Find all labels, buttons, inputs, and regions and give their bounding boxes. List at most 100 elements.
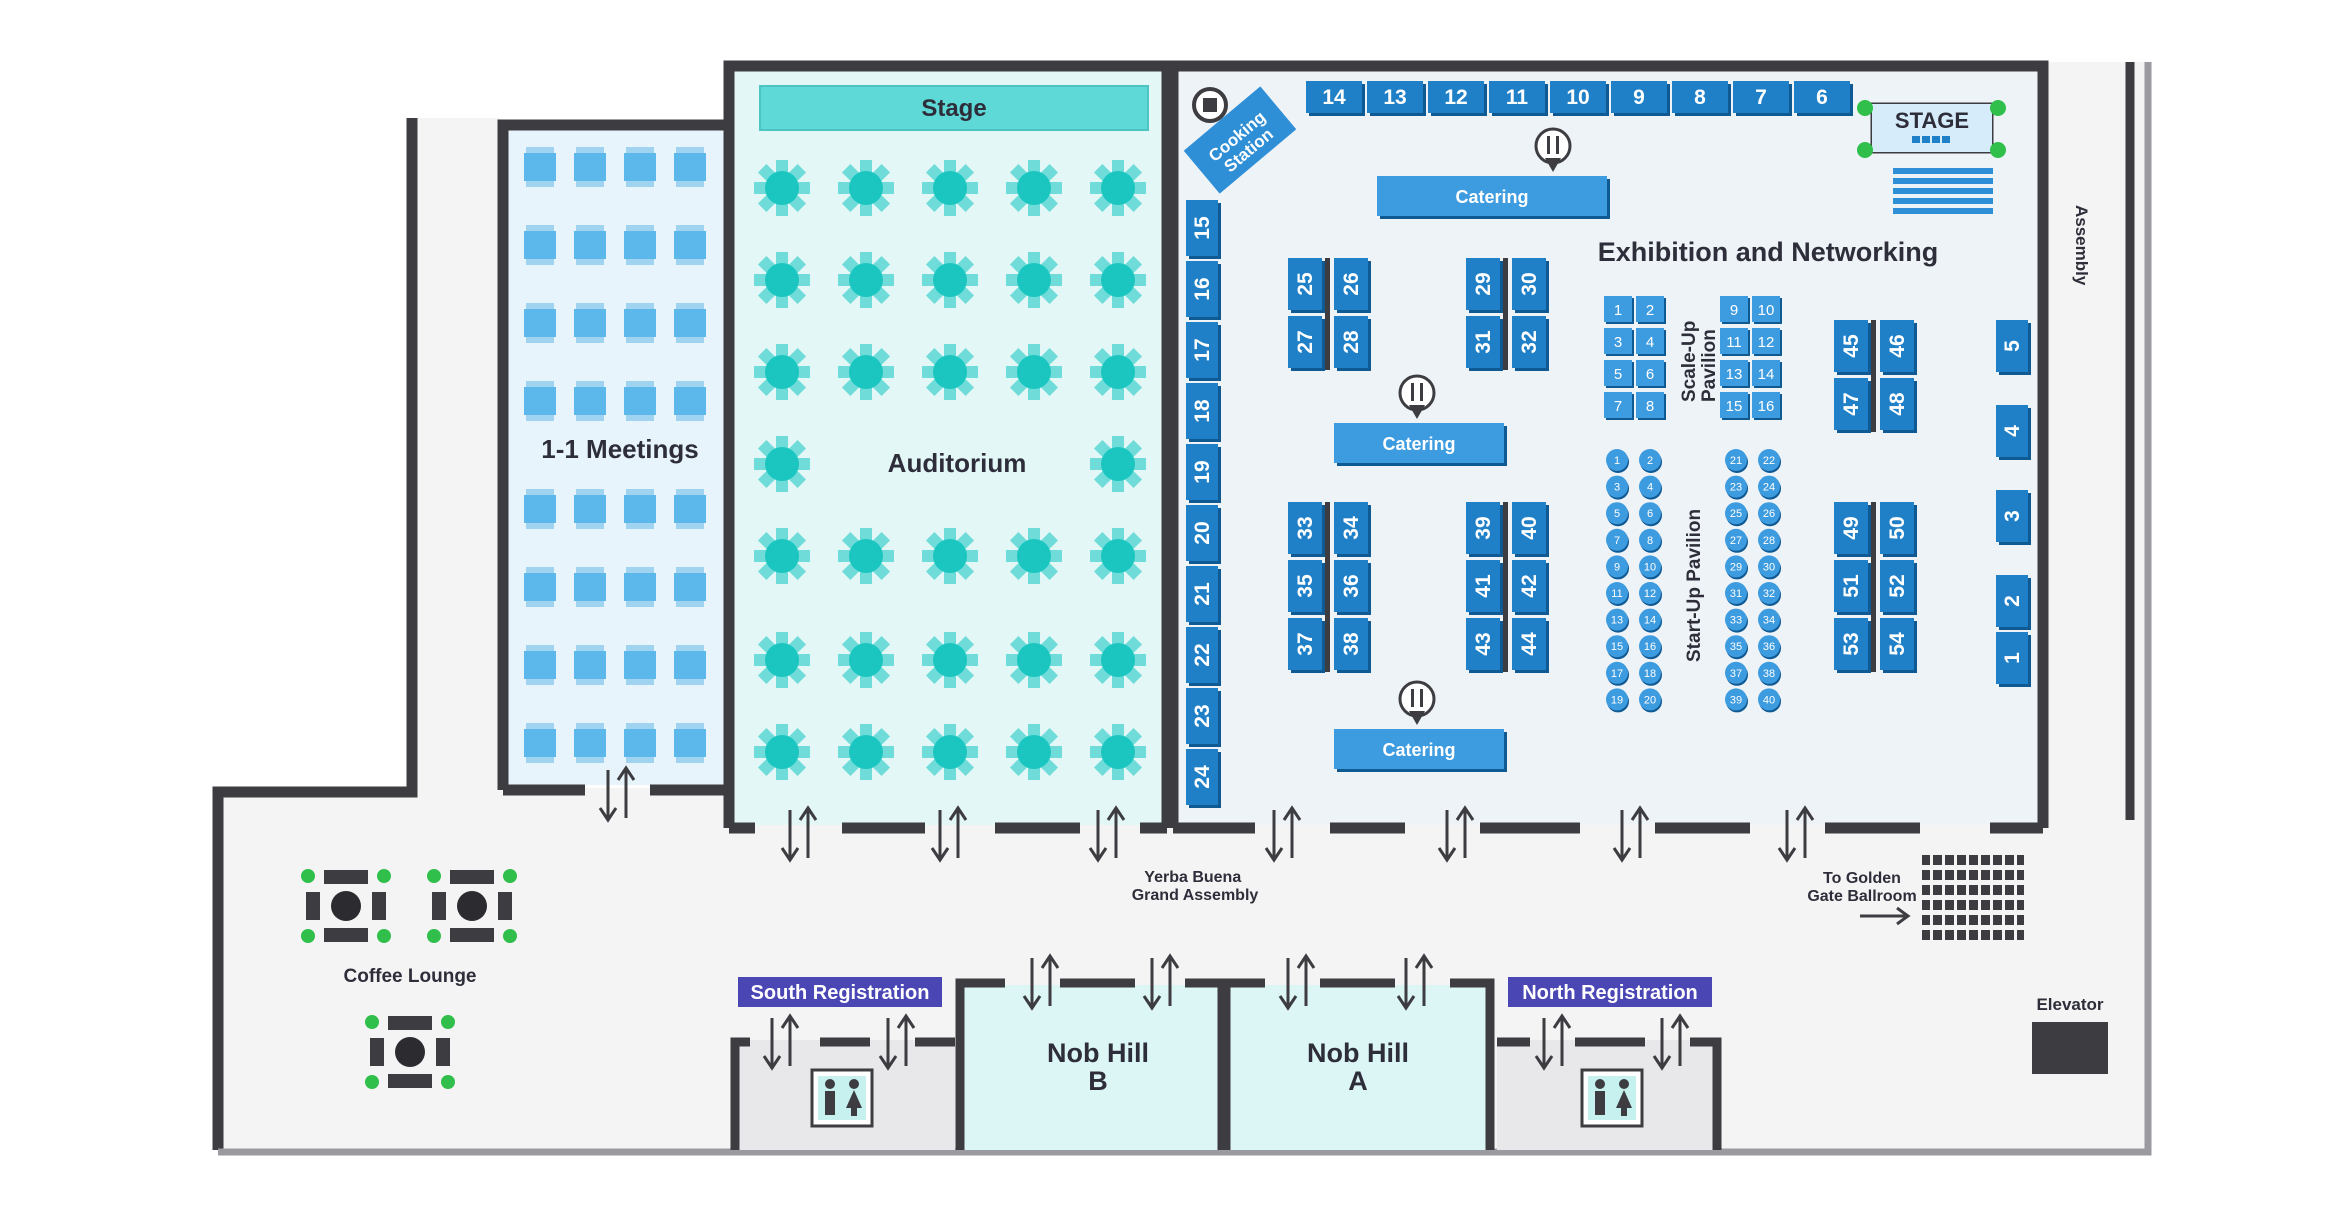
meeting-table	[674, 387, 706, 415]
pavilion-table-number: 31	[1730, 588, 1742, 600]
auditorium-chair	[944, 344, 956, 356]
meeting-chair	[626, 601, 654, 607]
auditorium-chair	[966, 182, 978, 194]
floor-plan-walls	[212, 62, 2152, 1156]
meeting-chair	[526, 225, 554, 231]
pavilion-booth	[1604, 392, 1632, 418]
auditorium-chair	[776, 160, 788, 172]
meeting-chair	[576, 645, 604, 651]
auditorium-chair	[966, 746, 978, 758]
meeting-chair	[676, 303, 704, 309]
meeting-chair	[576, 337, 604, 343]
meeting-table	[574, 309, 606, 337]
pavilion-table	[1606, 475, 1628, 498]
meeting-chair	[626, 337, 654, 343]
plant-icon	[377, 869, 391, 883]
pavilion-table-number: 10	[1644, 561, 1656, 573]
pavilion-table-number: 28	[1763, 535, 1775, 547]
pavilion-table-number: 26	[1763, 508, 1775, 520]
auditorium-chair	[860, 204, 872, 216]
auditorium-chair	[966, 654, 978, 666]
pavilion-table-number: 30	[1763, 561, 1775, 573]
round-table	[849, 171, 883, 205]
round-table	[1017, 735, 1051, 769]
auditorium-chair	[860, 252, 872, 264]
booth-number: 40	[1518, 516, 1541, 539]
pavilion-table-number: 20	[1644, 694, 1656, 706]
auditorium-chair	[838, 182, 850, 194]
restroom-icon	[1580, 1068, 1644, 1128]
meeting-chair	[576, 259, 604, 265]
catering-station	[1334, 729, 1504, 769]
meeting-table	[574, 729, 606, 757]
booth-number: 6	[1816, 86, 1828, 109]
booth	[1334, 258, 1368, 310]
meeting-chair	[526, 645, 554, 651]
pavilion-booth-number: 8	[1646, 398, 1654, 415]
meeting-tables	[524, 147, 706, 763]
pavilion-table	[1639, 449, 1661, 471]
booth-number: 16	[1191, 277, 1214, 300]
booth-number: 20	[1191, 521, 1214, 544]
meeting-table	[674, 495, 706, 523]
plant-icon	[503, 869, 517, 883]
pavilion-table	[1758, 635, 1780, 658]
pavilion-table	[1639, 555, 1661, 578]
auditorium-chair	[1006, 182, 1018, 194]
booth-number: 21	[1191, 582, 1214, 606]
auditorium-chair	[966, 366, 978, 378]
meeting-table	[574, 495, 606, 523]
auditorium-chair	[1028, 252, 1040, 264]
auditorium-chair	[1090, 274, 1102, 286]
round-table	[849, 539, 883, 573]
booth-number: 46	[1886, 334, 1909, 357]
auditorium-chair	[1112, 768, 1124, 780]
meeting-table	[574, 387, 606, 415]
auditorium-chair	[754, 654, 766, 666]
lounge-chair	[436, 1038, 450, 1066]
meeting-chair	[626, 723, 654, 729]
auditorium-chair	[1112, 528, 1124, 540]
pavilion-table-number: 16	[1644, 641, 1656, 653]
booth-number: 3	[2001, 510, 2024, 522]
plant-icon	[365, 1015, 379, 1029]
auditorium-chair	[1050, 550, 1062, 562]
round-table	[765, 263, 799, 297]
pavilion-table	[1639, 688, 1661, 711]
meeting-chair	[626, 225, 654, 231]
meetings-room-label: 1-1 Meetings	[541, 434, 699, 464]
pavilion-table	[1606, 502, 1628, 525]
booth	[1611, 81, 1667, 113]
pavilion-table-number: 38	[1763, 668, 1775, 680]
meeting-table	[524, 231, 556, 259]
pavilion-table-number: 33	[1730, 615, 1742, 627]
coffee-lounge-label: Coffee Lounge	[344, 966, 477, 987]
pavilion-booth	[1720, 392, 1748, 418]
pavilion-table	[1725, 502, 1747, 525]
auditorium-chair	[944, 632, 956, 644]
auditorium-chair	[1050, 746, 1062, 758]
auditorium-chair	[754, 458, 766, 470]
pavilion-table	[1725, 688, 1747, 711]
auditorium-chair	[838, 550, 850, 562]
booth-divider	[1871, 502, 1876, 672]
auditorium-chair	[1050, 654, 1062, 666]
pavilion-table-number: 2	[1647, 455, 1653, 467]
pavilion-table-number: 27	[1730, 535, 1742, 547]
auditorium-chair	[922, 746, 934, 758]
pavilion-table-number: 35	[1730, 641, 1742, 653]
auditorium-chair	[1112, 296, 1124, 308]
meeting-chair	[526, 723, 554, 729]
booth	[1880, 378, 1914, 430]
booth	[1186, 688, 1218, 744]
booth-number: 27	[1294, 330, 1317, 353]
coffee-table	[395, 1037, 425, 1067]
lounge-chair	[370, 1038, 384, 1066]
auditorium-chair	[1090, 550, 1102, 562]
auditorium-chair	[776, 632, 788, 644]
auditorium-chair	[860, 160, 872, 172]
round-table	[1101, 735, 1135, 769]
exhibition-stage-label: STAGE	[1895, 108, 1969, 133]
pavilion-table-number: 4	[1647, 482, 1653, 494]
booth	[1512, 560, 1546, 612]
